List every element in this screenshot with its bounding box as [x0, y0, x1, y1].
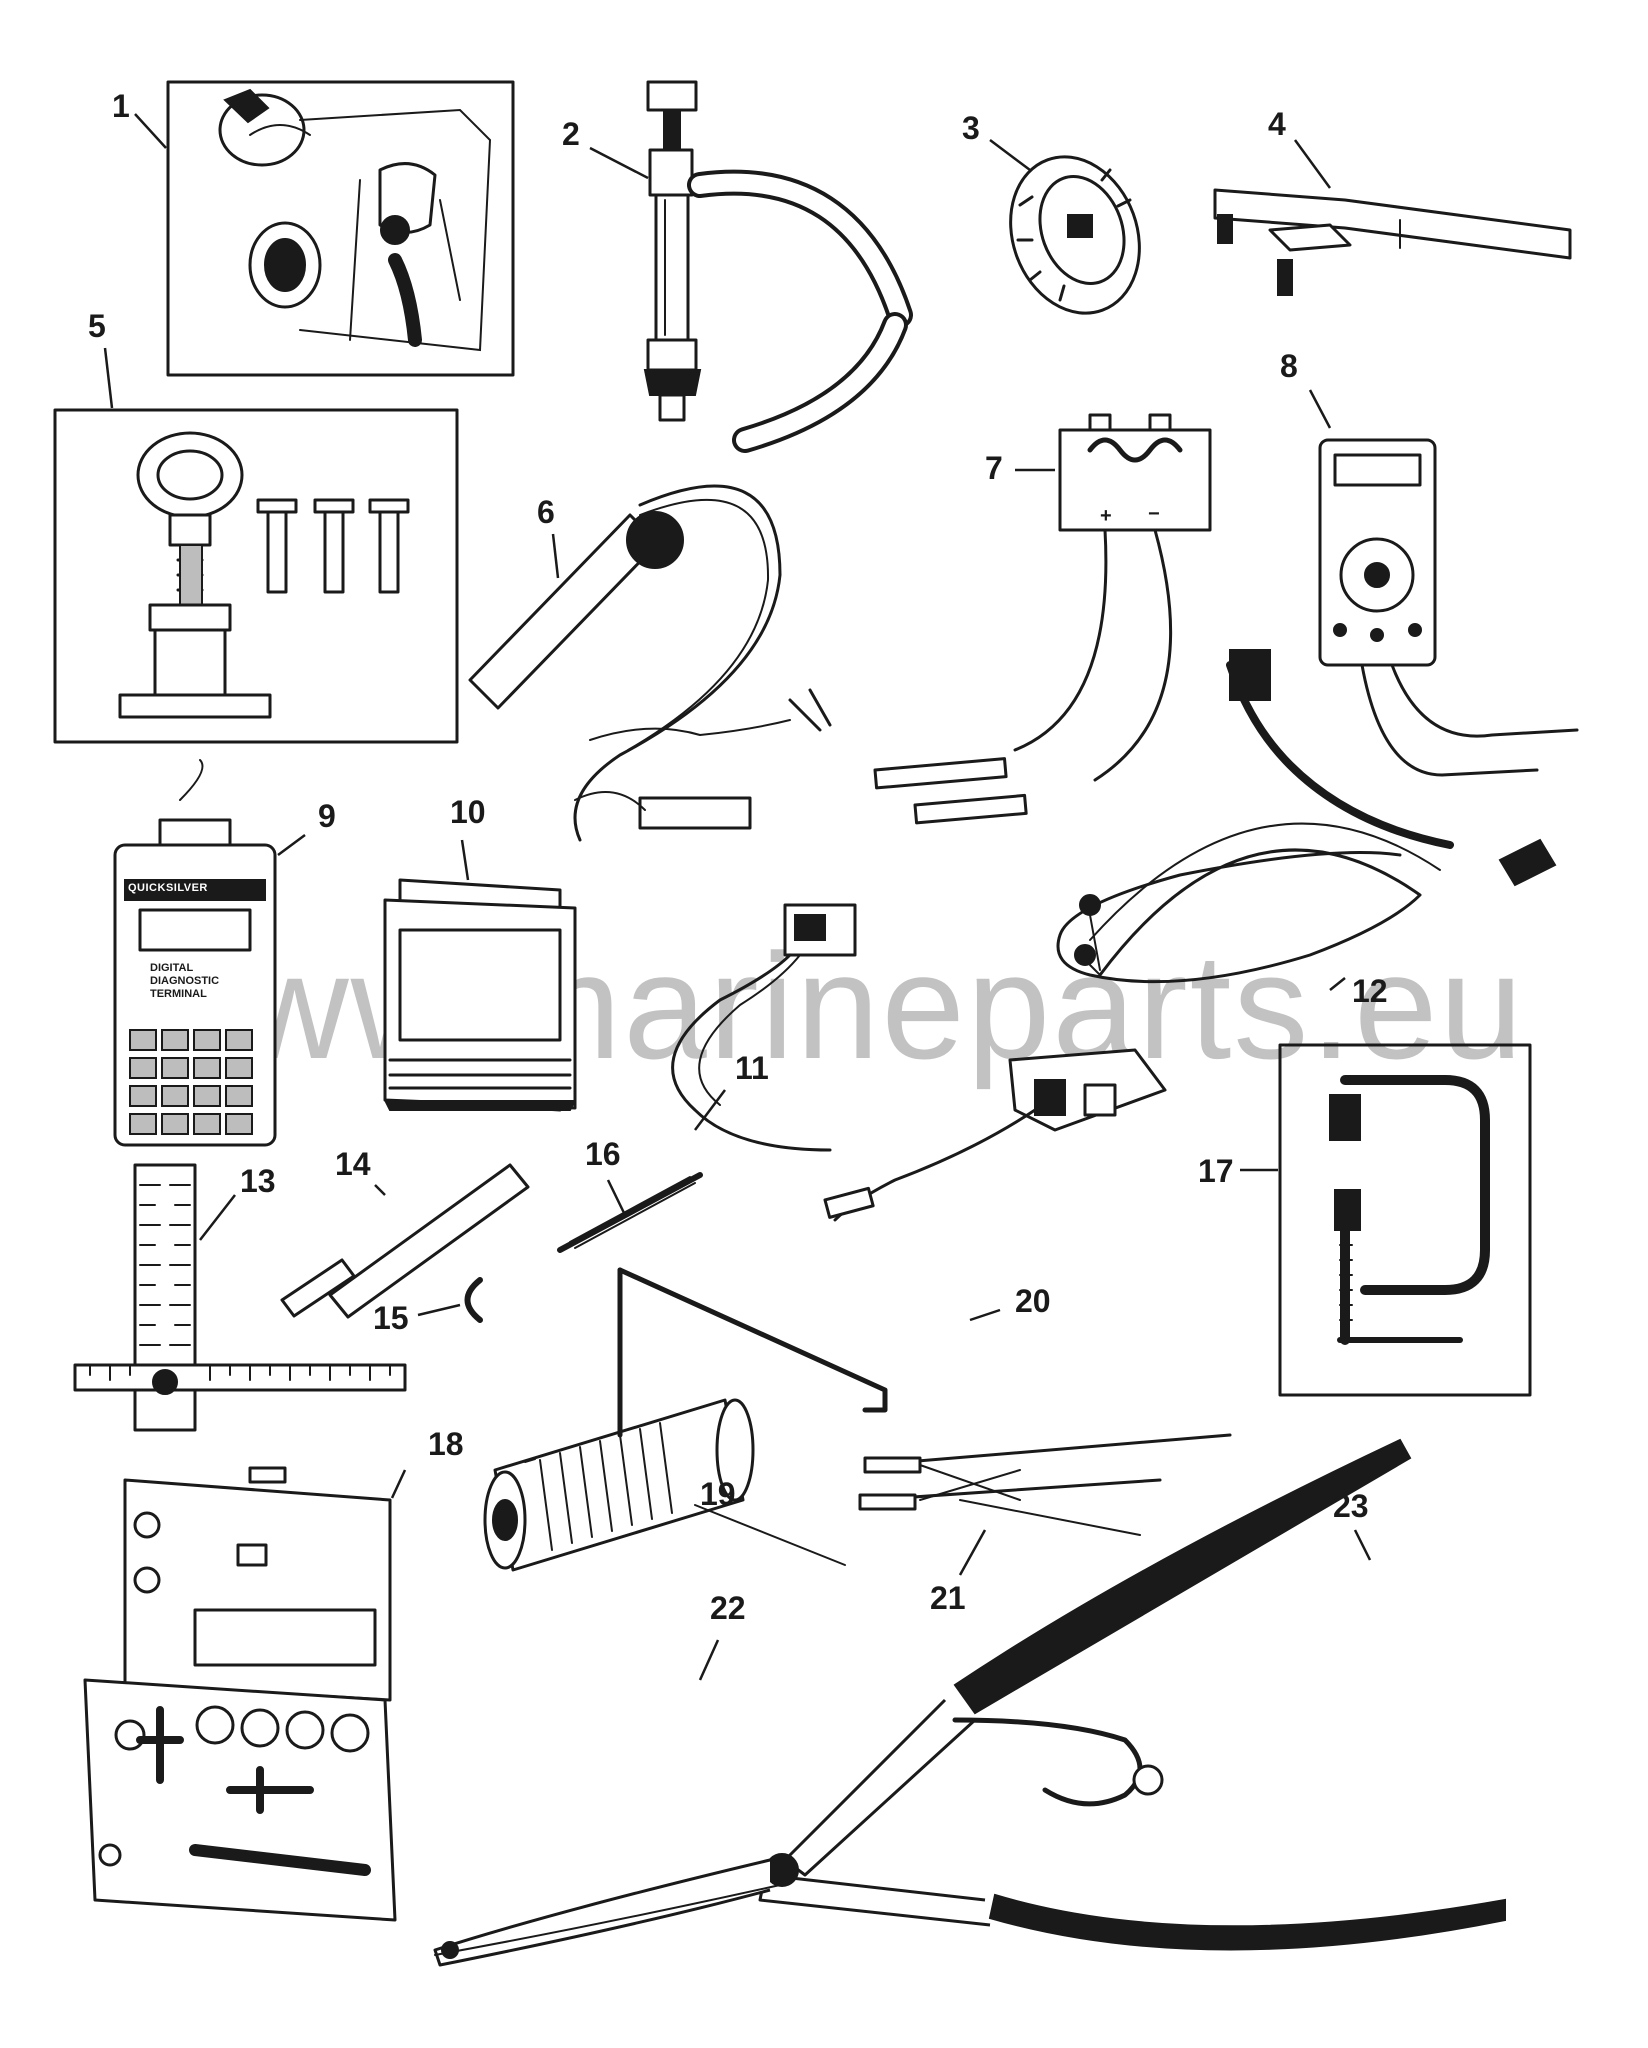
callout-3: 3 [962, 110, 980, 146]
part-19-drawing [483, 1398, 846, 1572]
part-1-drawing [166, 80, 515, 377]
callout-15: 15 [373, 1300, 409, 1336]
callout-19: 19 [700, 1476, 736, 1512]
callout-22: 22 [710, 1590, 746, 1626]
callout-11: 11 [735, 1050, 769, 1086]
callout-17: 17 [1198, 1153, 1234, 1189]
part-5-drawing [53, 408, 459, 744]
part-12-drawing [1056, 822, 1441, 984]
tester-line-1: DIGITAL [150, 962, 194, 974]
tester-brand-label: QUICKSILVER [128, 882, 208, 894]
part-11-drawing [671, 903, 1167, 1222]
part-16-drawing [557, 1172, 703, 1253]
callout-8: 8 [1280, 348, 1298, 384]
callout-5: 5 [88, 308, 106, 344]
part-17-drawing [1278, 1043, 1532, 1397]
callout-14: 14 [335, 1146, 371, 1182]
callout-18: 18 [428, 1426, 464, 1462]
bolt-set [256, 498, 410, 594]
part-14-drawing [280, 1163, 530, 1319]
callout-9: 9 [318, 798, 336, 834]
callout-20: 20 [1015, 1283, 1051, 1319]
junction-box-plus-label: + [1100, 505, 1112, 527]
part-7-drawing [873, 413, 1212, 825]
callout-23: 23 [1333, 1488, 1369, 1524]
callout-6: 6 [537, 494, 555, 530]
callout-12: 12 [1352, 973, 1388, 1009]
part-6-drawing [468, 484, 832, 842]
tester-line-3: TERMINAL [150, 988, 207, 1000]
tester-keypad [129, 1029, 253, 1135]
part-8-drawing [1226, 438, 1579, 887]
part-18-drawing [83, 1466, 397, 1922]
callout-21: 21 [930, 1580, 966, 1616]
part-9-drawing [113, 759, 277, 1147]
tester-caption: DIGITAL DIAGNOSTIC TERMINAL [150, 962, 219, 1001]
part-13-drawing [73, 1163, 407, 1432]
part-21-drawing [858, 1433, 1232, 1536]
part-22-leader [698, 1639, 720, 1681]
callout-10: 10 [450, 794, 486, 830]
callout-13: 13 [240, 1163, 276, 1199]
tester-line-2: DIAGNOSTIC [150, 975, 220, 987]
callout-7: 7 [985, 450, 1003, 486]
junction-box-minus-label: − [1148, 503, 1160, 525]
callout-1: 1 [112, 88, 130, 124]
part-23-drawing [433, 1438, 1506, 1967]
part-20-drawing [617, 1267, 888, 1438]
callout-16: 16 [585, 1136, 621, 1172]
part-10-drawing [383, 878, 577, 1112]
part-15-drawing [464, 1277, 483, 1323]
callout-4: 4 [1268, 106, 1286, 142]
part-3-drawing [1009, 155, 1141, 315]
callout-2: 2 [562, 116, 580, 152]
part-2-drawing [643, 80, 913, 453]
part-4-drawing [1213, 188, 1572, 296]
